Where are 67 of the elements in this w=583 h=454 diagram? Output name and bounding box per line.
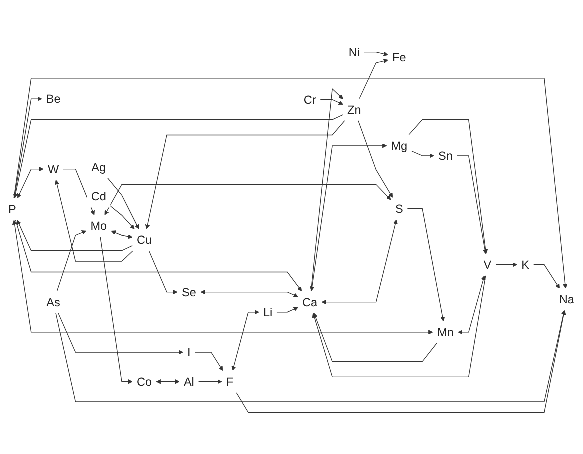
- arrow: [458, 276, 486, 335]
- node-text: Al: [184, 375, 194, 389]
- arrow: [198, 380, 222, 384]
- arrow: [12, 220, 434, 335]
- arrow: [320, 99, 344, 106]
- arrow: [236, 310, 566, 413]
- arrow: [407, 208, 446, 322]
- arrow: [194, 352, 224, 372]
- arrow: [111, 230, 133, 240]
- arrow: [200, 290, 298, 298]
- node-text: As: [46, 296, 60, 310]
- node-text: W: [48, 162, 60, 176]
- node-text: Ca: [302, 296, 318, 310]
- node-text: Ni: [348, 46, 360, 60]
- arrow: [14, 96, 42, 199]
- node-text: Ag: [92, 160, 106, 174]
- arrow: [358, 120, 394, 198]
- arrow: [456, 156, 488, 254]
- node-text: F: [226, 375, 234, 389]
- arrow: [156, 380, 180, 384]
- arrow: [310, 88, 344, 292]
- node-text: K: [522, 258, 530, 272]
- node-text: Cu: [136, 233, 152, 247]
- arrow: [310, 144, 388, 292]
- arrow: [14, 78, 568, 289]
- node-text: I: [188, 346, 191, 360]
- arrow: [533, 264, 560, 289]
- arrow: [322, 220, 398, 305]
- arrow: [110, 206, 135, 230]
- node-text: Zn: [348, 103, 362, 117]
- node-text: Fe: [392, 51, 406, 64]
- node-text: Mo: [90, 219, 108, 233]
- node-text: V: [484, 258, 492, 272]
- node-text: Sn: [438, 149, 453, 163]
- node-text: P: [8, 202, 16, 216]
- arrow: [364, 52, 388, 56]
- arrow: [108, 178, 140, 230]
- arrow: [408, 120, 488, 254]
- arrow: [412, 150, 434, 158]
- arrow: [13, 114, 344, 199]
- arrow: [148, 250, 178, 295]
- node-text: Se: [182, 286, 196, 299]
- node-text: Co: [136, 375, 152, 389]
- arrow: [104, 184, 392, 216]
- arrow: [100, 236, 133, 384]
- node-text: S: [395, 202, 404, 216]
- node-text: Li: [263, 306, 273, 320]
- node-text: Mg: [391, 139, 408, 153]
- node-text: Na: [559, 292, 574, 306]
- arrow: [359, 58, 388, 100]
- arrow: [232, 310, 260, 371]
- arrow: [56, 230, 87, 292]
- arrow: [63, 168, 95, 216]
- arrow: [145, 120, 346, 230]
- arrow: [312, 276, 486, 378]
- arrow: [56, 310, 566, 402]
- arrow: [496, 262, 518, 268]
- node-text: Mn: [438, 326, 454, 340]
- arrow: [58, 312, 184, 355]
- arrow: [276, 307, 298, 313]
- arrow: [314, 313, 438, 362]
- arrow: [54, 180, 134, 262]
- arrow: [15, 220, 302, 292]
- node-text: Be: [46, 92, 61, 106]
- node-text: Cr: [304, 93, 316, 106]
- arrow: [17, 166, 44, 198]
- arrow: [17, 220, 134, 252]
